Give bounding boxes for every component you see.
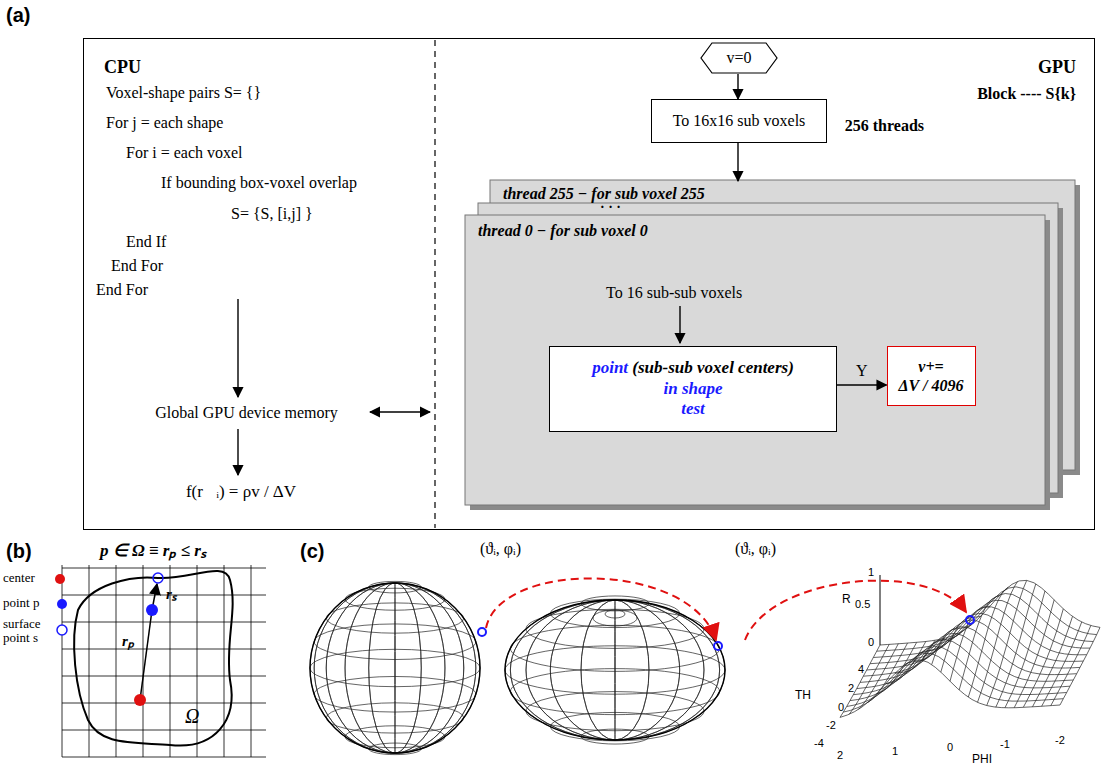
- legend-dot: [57, 625, 67, 635]
- text-row: point (sub-sub voxel centers): [592, 358, 794, 378]
- node-text: Voxel-shape pairs S= {}: [106, 83, 261, 102]
- node-text: To 16x16 sub voxels: [673, 111, 806, 130]
- text-label: 0: [838, 701, 844, 713]
- node-text: v+=: [918, 357, 943, 376]
- node-text: End If: [126, 232, 166, 251]
- ellipsoid-outline: [505, 600, 725, 740]
- text-label: -4: [814, 737, 824, 749]
- text-label: point p: [3, 595, 39, 611]
- node-text: point: [592, 358, 628, 377]
- text-label: TH: [795, 688, 811, 702]
- node-text: in shape: [663, 379, 722, 398]
- accumulate-box: v+=ΔV / 4096: [887, 346, 976, 406]
- text-row: in shape: [663, 379, 722, 399]
- node-text: For i = each voxel: [126, 143, 243, 162]
- text-label: (a): [6, 4, 30, 27]
- text-label: 1: [868, 566, 874, 578]
- mapping-arrow: [745, 581, 966, 640]
- text-label: rₛ: [166, 583, 177, 603]
- text-label: 4: [858, 663, 864, 675]
- text-label: 0: [868, 636, 874, 648]
- ellipsoid-mesh: [505, 596, 725, 744]
- mapping-arrow: [486, 578, 716, 640]
- flow-arrow: [679, 306, 680, 343]
- sphere-mesh: [310, 581, 480, 754]
- node-text: If bounding box-voxel overlap: [161, 173, 357, 192]
- flow-arrow: [837, 384, 887, 385]
- memory-box: Global GPU device memory: [129, 397, 364, 429]
- node-text: 256 threads: [845, 117, 924, 135]
- diagram-frame: CPU GPU Block ---- S{k} 256 threads Voxel-sh…: [83, 38, 1095, 530]
- text-label: 0.5: [855, 598, 870, 610]
- radius-line: [140, 610, 152, 700]
- node-text: End For: [111, 256, 163, 275]
- node-text: CPU: [104, 57, 141, 78]
- text-label: PHI: [972, 752, 992, 766]
- text-label: 0: [947, 741, 953, 753]
- text-label: · · ·: [600, 201, 621, 215]
- node-text: GPU: [1038, 57, 1076, 78]
- node-text: For j = each shape: [106, 113, 223, 132]
- text-label: -2: [826, 719, 836, 731]
- surface-point: [153, 573, 163, 583]
- text-label: (ϑᵢ, φᵢ): [480, 540, 521, 558]
- mapped-point: [478, 628, 486, 636]
- pseudocode-block: Voxel-shape pairs S= {} For j = each shap…: [96, 79, 431, 299]
- node-text: v=0: [726, 48, 751, 67]
- axis-line: [880, 575, 881, 645]
- text-label: (ϑᵢ, φᵢ): [735, 540, 776, 558]
- thread-card: [465, 215, 1045, 505]
- process-box: To 16x16 sub voxels: [651, 99, 827, 143]
- decision-box: point (sub-sub voxel centers)in shapetes…: [549, 346, 837, 432]
- legend-dot: [55, 574, 65, 584]
- thread-card: thread 0 − for sub voxel 0 To 16 sub-sub …: [466, 216, 1046, 506]
- node-text: End For: [96, 280, 148, 299]
- surface-mesh: [840, 580, 1100, 717]
- center-dot: [134, 694, 146, 706]
- node-text: Block ---- S{k}: [977, 85, 1076, 103]
- shape-outline: [74, 571, 233, 746]
- text-label: p ∈ Ω ≡ rₚ ≤ rₛ: [100, 538, 206, 561]
- node-text: S= {S, [i,j] }: [231, 204, 313, 223]
- flow-arrow: [737, 74, 738, 99]
- node-text: f(r⃗ᵢ) = ρv / ΔV: [186, 482, 296, 502]
- edge-label: Y: [856, 361, 868, 380]
- node-text: ΔV / 4096: [899, 376, 964, 395]
- flow-arrow: [237, 429, 238, 475]
- flow-arrow: [737, 143, 738, 181]
- node-text: To 16 sub-sub voxels: [606, 284, 742, 302]
- voxel-grid: [62, 565, 266, 757]
- text-label: Ω: [185, 705, 199, 728]
- node-text: (sub-sub voxel centers): [632, 358, 793, 377]
- start-hexagon: v=0: [700, 42, 778, 74]
- formula-box: f(r⃗ᵢ) = ρv / ΔV: [161, 475, 321, 509]
- sphere-outline: [310, 583, 480, 753]
- point-dot: [146, 604, 158, 616]
- text-label: -2: [1055, 734, 1065, 746]
- flow-arrow: [237, 299, 238, 397]
- text-label: R: [842, 592, 851, 606]
- text-label: surface point s: [3, 617, 55, 646]
- legend-dot: [57, 599, 67, 609]
- text-label: -1: [1000, 738, 1010, 750]
- text-label: (c): [300, 540, 324, 563]
- node-text: Global GPU device memory: [155, 403, 338, 422]
- text-label: center: [3, 570, 35, 586]
- text-row: test: [681, 399, 705, 419]
- text-label: 2: [848, 682, 854, 694]
- text-label: (b): [6, 540, 32, 563]
- text-label: rₚ: [122, 630, 134, 650]
- text-label: 2: [837, 749, 843, 761]
- mapped-point: [714, 642, 722, 650]
- cpu-gpu-divider: [434, 40, 435, 528]
- node-text: test: [681, 399, 705, 418]
- text-label: 1: [892, 745, 898, 757]
- memory-transfer-arrow: [370, 411, 430, 412]
- node-text: thread 0 − for sub voxel 0: [478, 221, 648, 240]
- mapped-point: [966, 616, 974, 624]
